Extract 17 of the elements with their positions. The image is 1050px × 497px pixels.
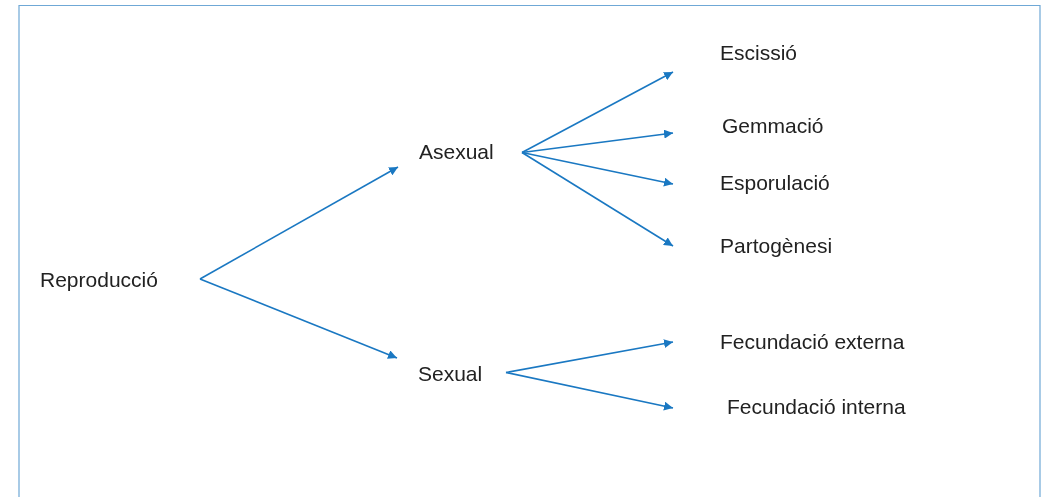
node-label: Gemmació xyxy=(722,115,824,136)
node-label: Partogènesi xyxy=(720,235,833,256)
node-label: Asexual xyxy=(419,141,494,162)
node-label: Esporulació xyxy=(720,172,830,193)
arrow xyxy=(521,151,674,247)
node-label: Sexual xyxy=(418,363,483,384)
node-label: Fecundació externa xyxy=(720,331,905,352)
node-label: Reproducció xyxy=(40,269,158,290)
arrow xyxy=(505,339,674,374)
arrow xyxy=(199,278,398,359)
arrow xyxy=(199,166,399,280)
arrow xyxy=(521,151,674,187)
arrow xyxy=(521,129,674,154)
arrow xyxy=(521,71,674,154)
node-label: Fecundació interna xyxy=(727,396,906,417)
arrow xyxy=(505,371,674,411)
node-label: Escissió xyxy=(720,42,798,63)
